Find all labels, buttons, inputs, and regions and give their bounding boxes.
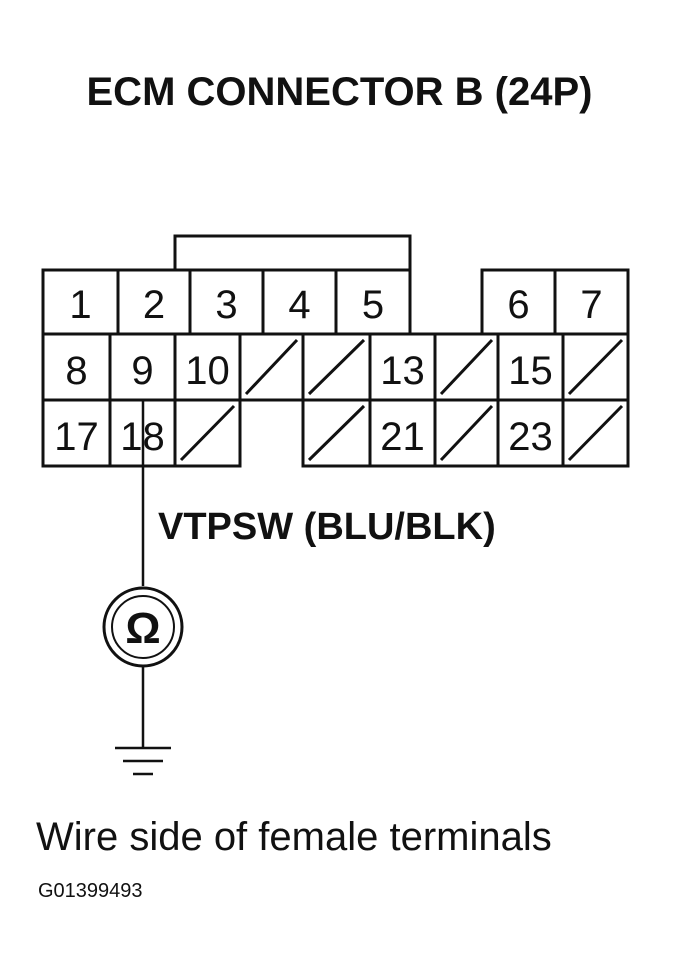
terminal-number: 4 (288, 283, 310, 327)
unused-terminal-slash (439, 404, 494, 462)
terminal-number: 21 (380, 415, 425, 459)
terminal-cell (41, 268, 120, 336)
terminal-number: 15 (508, 349, 553, 393)
terminal-cell (496, 398, 565, 468)
terminal-number: 6 (507, 283, 529, 327)
unused-terminal-slash (439, 338, 494, 396)
terminal-cell (41, 398, 112, 468)
terminal-number: 3 (215, 283, 237, 327)
terminal-cell (480, 268, 557, 336)
terminal-number: 13 (380, 349, 425, 393)
terminal-number: 10 (185, 349, 230, 393)
ohm-symbol: Ω (125, 604, 160, 653)
terminal-number: 1 (69, 283, 91, 327)
signal-label: VTPSW (BLU/BLK) (158, 506, 496, 548)
diagram-title: ECM CONNECTOR B (24P) (86, 70, 593, 114)
figure-id: G01399493 (38, 880, 143, 902)
terminal-cell (173, 332, 242, 402)
terminal-number: 9 (131, 349, 153, 393)
terminal-cell (334, 268, 412, 336)
unused-terminal-slash (307, 338, 366, 396)
unused-terminal-slash (179, 404, 236, 462)
connector-lock-tab (173, 234, 412, 270)
terminal-cell (368, 332, 437, 402)
ground-icon (115, 746, 171, 776)
unused-terminal-slash (567, 338, 624, 396)
terminal-number: 5 (362, 283, 384, 327)
unused-terminal-slash (307, 404, 366, 462)
terminal-number: 2 (143, 283, 165, 327)
unused-terminal-slash (567, 404, 624, 462)
terminal-number: 8 (65, 349, 87, 393)
terminal-cell (553, 268, 630, 336)
terminal-number: 17 (54, 415, 99, 459)
terminal-cell (368, 398, 437, 468)
terminal-number: 23 (508, 415, 553, 459)
terminal-number: 7 (580, 283, 602, 327)
ohmmeter-icon: Ω (102, 586, 184, 668)
diagram-caption: Wire side of female terminals (36, 815, 552, 859)
unused-terminal-slash (244, 338, 299, 396)
